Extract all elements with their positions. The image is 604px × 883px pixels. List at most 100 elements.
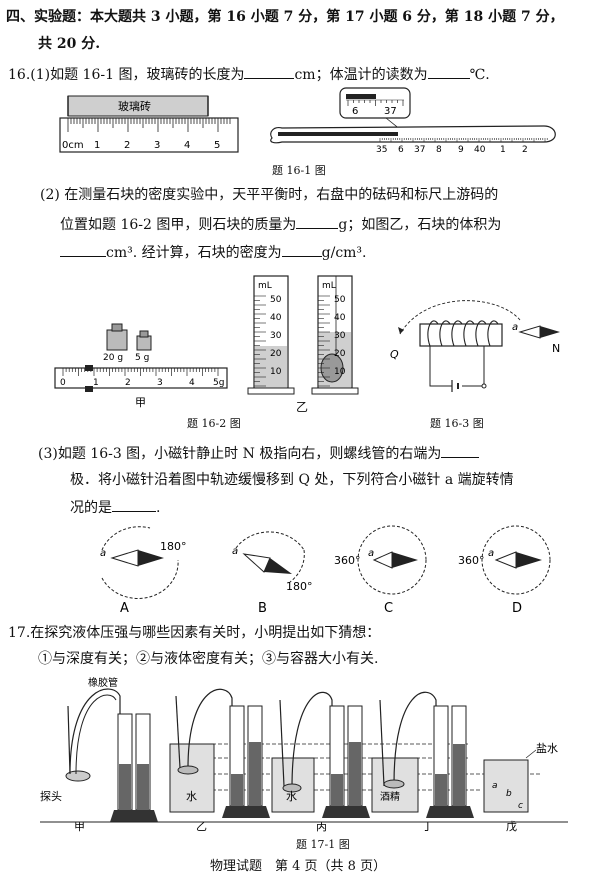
q16-p2-line3a: cm³. 经计算，石块的密度为 (106, 245, 282, 261)
apparatus-wu: 盐水 a b c 戊 (483, 742, 558, 833)
cylinder-unit: mL (322, 281, 336, 291)
q16-p2-line2: 位置如题 16-2 图甲，则石块的质量为 g；如图乙，石块的体积为 (60, 214, 501, 234)
option-letter: A (120, 601, 129, 616)
answer-blank[interactable] (60, 242, 106, 257)
q16-p3-line3b: . (156, 500, 161, 516)
coil-turn (439, 320, 451, 347)
q16-p1-c: ℃. (469, 67, 490, 83)
apparatus-ding: 酒精 丁 (371, 691, 474, 833)
answer-blank[interactable] (296, 214, 339, 229)
zoom-number: 37 (384, 106, 397, 117)
apparatus-jia: 探头 甲 (40, 688, 158, 833)
thermo-number: 8 (436, 145, 442, 155)
fig16-1-caption: 题 16-1 图 (272, 164, 326, 177)
option-B[interactable]: a 180° B (220, 520, 320, 616)
option-D[interactable]: a 360° D (456, 520, 566, 616)
point-label: b (506, 789, 512, 799)
cylinder-left: mL 50 40 30 20 10 (247, 275, 295, 395)
option-C[interactable]: a 360° C (330, 520, 440, 616)
needle-N: N (552, 342, 560, 355)
option-a-label: a (368, 548, 374, 559)
q16-p2-line3b: g/cm³. (321, 245, 367, 261)
label-yi: 乙 (296, 400, 309, 414)
ruler-number: 1 (94, 140, 100, 151)
fig17-1-caption: 题 17-1 图 (296, 838, 350, 851)
cylinder-number: 40 (270, 313, 282, 323)
answer-blank[interactable] (112, 497, 156, 512)
balance-number: 4 (189, 378, 195, 388)
cylinder-number: 30 (334, 331, 346, 341)
weight-20g (106, 329, 128, 351)
ruler-unit: 0cm (62, 140, 84, 151)
apparatus-label: 乙 (196, 820, 207, 833)
thermo-number: 2 (522, 145, 528, 155)
cylinder-right: mL 50 40 30 20 10 (311, 275, 359, 395)
trajectory (399, 300, 521, 335)
option-a-label: a (488, 548, 494, 559)
balance-number: 3 (157, 378, 163, 388)
label-jia: 甲 (135, 396, 146, 409)
point-label: c (518, 801, 523, 811)
cylinder-unit: mL (258, 281, 272, 291)
apparatus-label: 丁 (422, 820, 433, 833)
apparatus-bing: 水 丙 (271, 691, 370, 833)
q16-p1-a: (1)如题 16-1 图，玻璃砖的长度为 (30, 67, 245, 83)
point-Q: Q (390, 348, 399, 361)
weight-label: 20 g (103, 353, 123, 363)
q17-line1-text: 在探究液体压强与哪些因素有关时，小明提出如下猜想： (30, 625, 381, 641)
cylinder-number: 50 (270, 295, 282, 305)
q16-p2-line1: (2) 在测量石块的密度实验中，天平平衡时，右盘中的砝码和标尺上游码的 (40, 187, 499, 203)
liquid-label: 水 (286, 790, 297, 803)
thermo-number: 40 (474, 145, 486, 155)
answer-blank[interactable] (244, 64, 295, 79)
q16-p2-line3: cm³. 经计算，石块的密度为 g/cm³. (60, 242, 367, 262)
q17-line1: 17.在探究液体压强与哪些因素有关时，小明提出如下猜想： (8, 624, 380, 642)
thermo-number: 1 (500, 145, 506, 155)
solenoid-figure: Q a N (390, 300, 560, 392)
ruler-number: 4 (184, 140, 190, 151)
thermo-number: 6 (398, 145, 404, 155)
thermo-number: 37 (414, 145, 425, 155)
balance-scale (54, 367, 228, 389)
q16-p3-line1: (3)如题 16-3 图，小磁针静止时 N 极指向右，则螺线管的右端为 (38, 443, 480, 463)
option-A[interactable]: a 180° A (90, 520, 190, 616)
cylinder-number: 30 (270, 331, 282, 341)
coil-turn (487, 320, 499, 347)
option-letter: D (512, 601, 522, 616)
cylinder-number: 20 (334, 349, 346, 359)
cylinder-number: 20 (270, 349, 282, 359)
liquid-label: 水 (186, 790, 197, 803)
solenoid-coil (427, 320, 499, 347)
ruler-number: 2 (124, 140, 130, 151)
section-header-line2: 共 20 分. (38, 36, 101, 52)
balance-figure: 20 g 5 g 0 1 2 3 4 5g 甲 (54, 323, 228, 409)
coil-turn (475, 320, 487, 347)
needle-a: a (512, 322, 518, 333)
thermo-number: 35 (376, 145, 387, 155)
q16-number: 16. (8, 67, 31, 83)
option-letter: C (384, 601, 393, 616)
cylinder-number: 50 (334, 295, 346, 305)
answer-blank[interactable] (427, 64, 470, 79)
compass-needle (518, 325, 541, 339)
q17-line2: ①与深度有关；②与液体密度有关；③与容器大小有关. (38, 651, 379, 667)
q16-p2-line2b: g；如图乙，石块的体积为 (338, 217, 502, 233)
liquid-label: 酒精 (380, 790, 400, 803)
page-footer: 物理试题 第 4 页（共 8 页） (210, 859, 387, 874)
pressure-figure: 橡胶管 探头 甲 (40, 676, 568, 833)
coil-turn (463, 320, 475, 347)
q16-p1-b: cm；体温计的读数为 (294, 67, 428, 83)
answer-blank[interactable] (441, 443, 480, 458)
balance-number: 2 (125, 378, 131, 388)
solenoid-core (419, 323, 503, 347)
q16-p2-line2a: 位置如题 16-2 图甲，则石块的质量为 (60, 217, 297, 233)
salt-water-label: 盐水 (536, 742, 558, 755)
answer-blank[interactable] (281, 242, 322, 257)
option-a-label: a (100, 548, 106, 559)
coil-turn (451, 320, 463, 347)
cylinder-figure: mL 50 40 30 20 10 mL 50 40 30 20 10 (247, 275, 359, 395)
option-letter: B (258, 601, 267, 616)
option-angle: 180° (286, 580, 313, 593)
thermometer (270, 125, 556, 144)
point-label: a (492, 781, 498, 791)
